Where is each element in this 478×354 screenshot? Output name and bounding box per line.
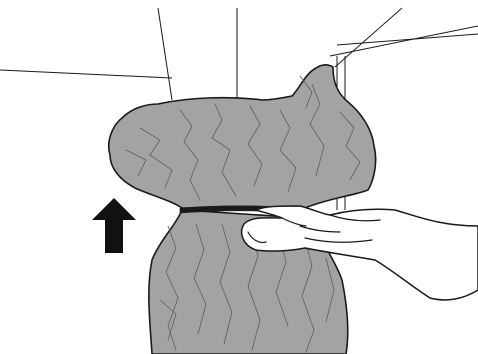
bag-top — [109, 65, 376, 208]
arrow-up-icon — [92, 198, 136, 253]
